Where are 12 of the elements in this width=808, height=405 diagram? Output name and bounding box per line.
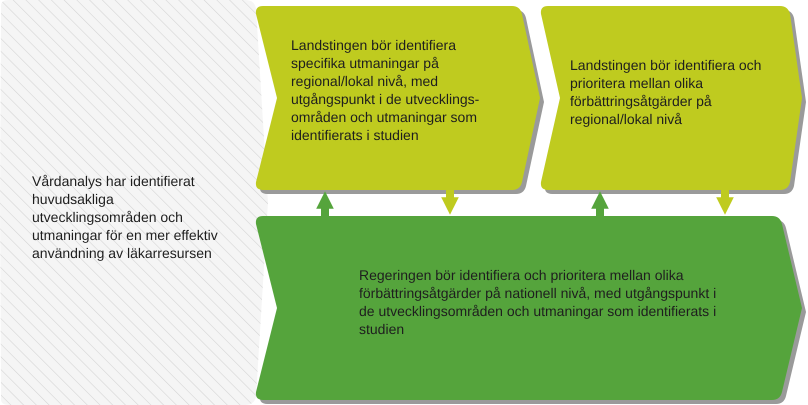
- chevron-box: [255, 6, 540, 190]
- chevron-box: [0, 0, 268, 405]
- chevron-box: [255, 216, 802, 400]
- box-text: Regeringen bör identifiera och prioritera mellan olika förbättringsåtgärder på nationell nivå, med utgångspunkt i de utvecklingsområden och utmaningar som identifierats i studien: [359, 266, 718, 338]
- arrow: [716, 188, 734, 215]
- box-text: Landstingen bör identifiera specifika utmaningar på regional/lokal nivå, med utgångspunkt i de utvecklings-områden och utmaningar som identifierats i studien: [291, 36, 480, 144]
- arrow: [441, 188, 459, 215]
- arrow: [591, 191, 609, 218]
- box-text: Vårdanalys har identifierat huvudsakliga utvecklingsområden och utmaningar för en mer effektiv användning av läkarresursen: [32, 172, 219, 262]
- arrow: [316, 191, 334, 218]
- box-text: Landstingen bör identifiera och prioritera mellan olika förbättringsåtgärder på regional/lokal nivå: [570, 56, 762, 128]
- chevron-box: [540, 6, 802, 190]
